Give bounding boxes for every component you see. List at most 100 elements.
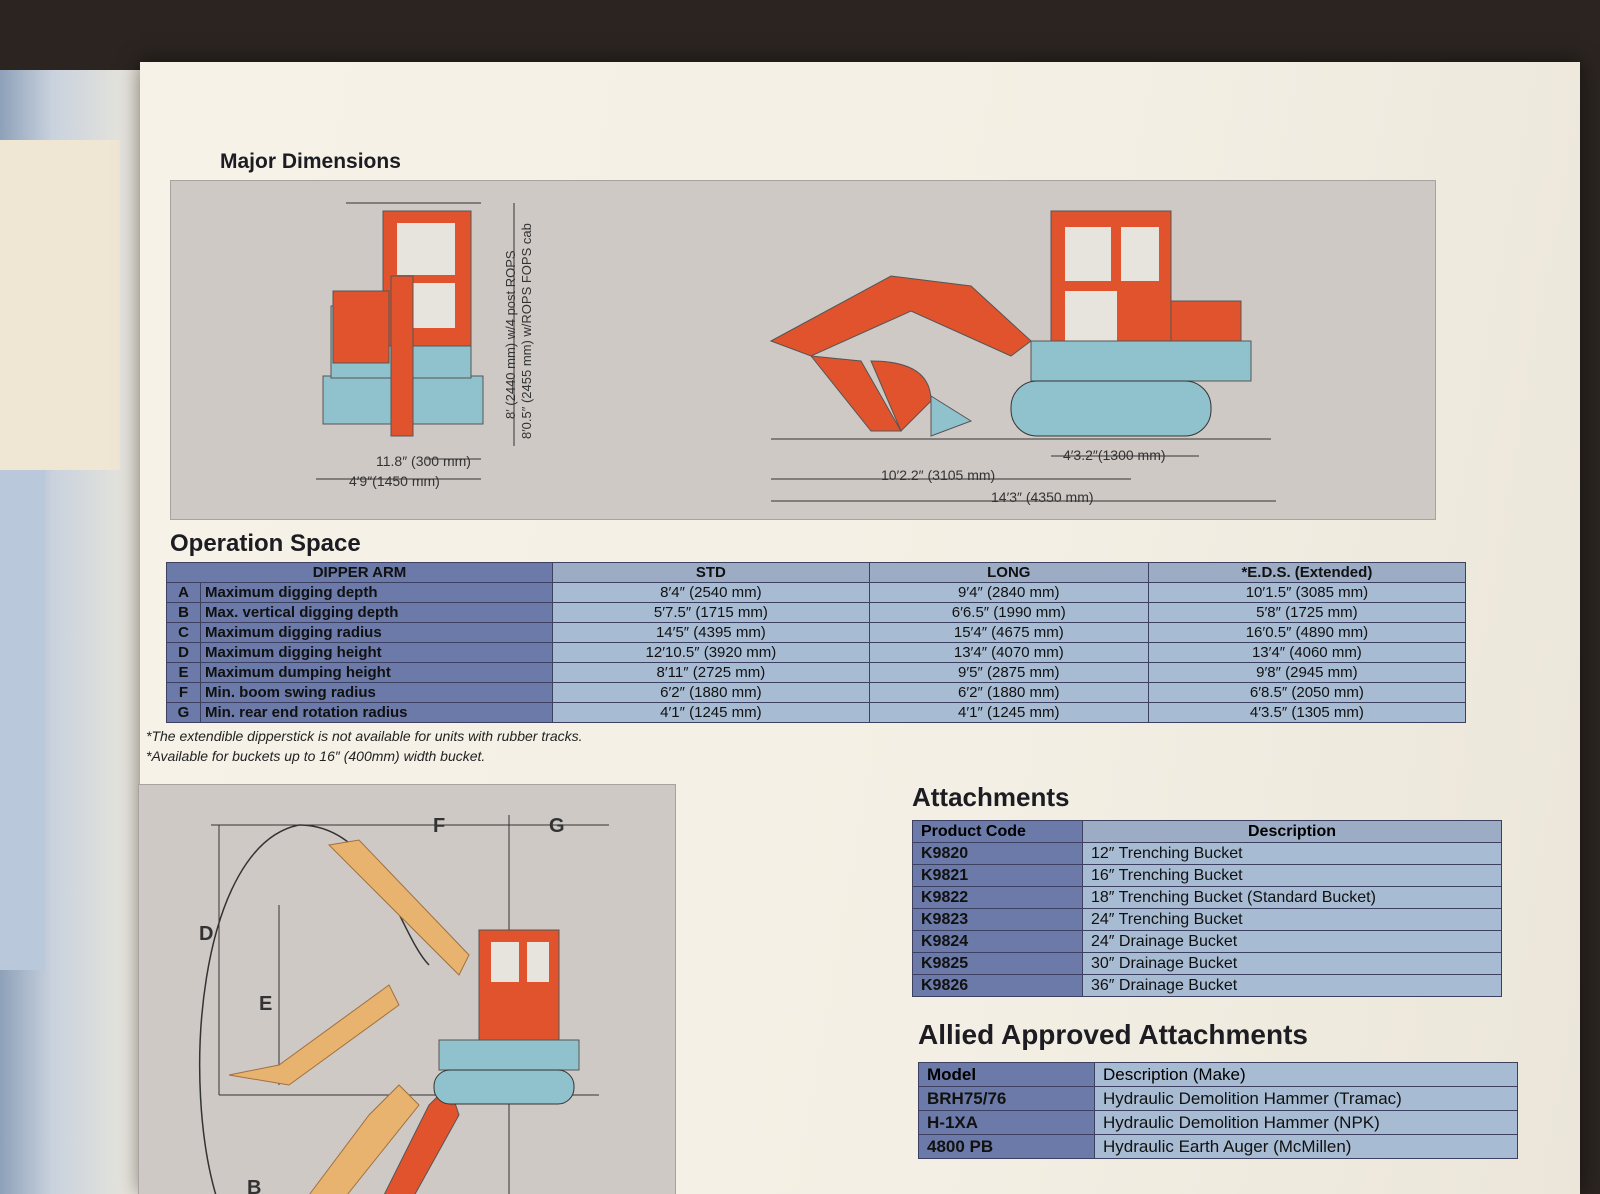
left-page-blue-strip (0, 470, 45, 970)
table-header-row: DIPPER ARM STD LONG *E.D.S. (Extended) (166, 562, 1467, 583)
std-value: 14′5″ (4395 mm) (552, 622, 870, 643)
diagram-letter-b: B (247, 1177, 262, 1194)
long-value: 4′1″ (1245 mm) (868, 702, 1149, 723)
diagram-letter-g: G (549, 815, 565, 837)
description: 24″ Trenching Bucket (1082, 908, 1502, 931)
description: Hydraulic Demolition Hammer (NPK) (1094, 1110, 1518, 1135)
long-value: 6′6.5″ (1990 mm) (868, 602, 1149, 623)
row-letter: A (166, 582, 201, 603)
table-row: F Min. boom swing radius 6′2″ (1880 mm) … (166, 682, 1467, 703)
row-letter: F (166, 682, 201, 703)
brochure-page: Major Dimensions (138, 62, 1580, 1194)
table-row: D Maximum digging height 12′10.5″ (3920 … (166, 642, 1467, 663)
footnotes: *The extendible dipperstick is not avail… (146, 726, 583, 766)
description: 18″ Trenching Bucket (Standard Bucket) (1082, 886, 1502, 909)
description: Hydraulic Earth Auger (McMillen) (1094, 1134, 1518, 1159)
model: BRH75/76 (918, 1086, 1095, 1111)
allied-attachments-heading: Allied Approved Attachments (918, 1019, 1308, 1050)
major-dimensions-heading: Major Dimensions (220, 150, 401, 173)
table-header-row: Model Description (Make) (918, 1062, 1518, 1087)
std-header: STD (552, 562, 870, 583)
eds-value: 6′8.5″ (2050 mm) (1147, 682, 1467, 703)
front-height-rops-label: 8′ (2440 mm) w/4 post ROPS (503, 250, 518, 419)
row-letter: E (166, 662, 201, 683)
table-row: E Maximum dumping height 8′11″ (2725 mm)… (166, 662, 1467, 683)
eds-header: *E.D.S. (Extended) (1147, 562, 1467, 583)
long-value: 9′5″ (2875 mm) (868, 662, 1149, 683)
row-item: Max. vertical digging depth (200, 602, 553, 623)
table-row: B Max. vertical digging depth 5′7.5″ (17… (166, 602, 1467, 623)
long-value: 6′2″ (1880 mm) (868, 682, 1149, 703)
operation-space-diagram: D E F G B (138, 784, 676, 1194)
row-item: Min. rear end rotation radius (200, 702, 553, 723)
overall-length-label: 14′3″ (4350 mm) (991, 489, 1094, 505)
diagram-letter-d: D (199, 923, 214, 945)
description: 36″ Drainage Bucket (1082, 974, 1502, 997)
description: 30″ Drainage Bucket (1082, 952, 1502, 975)
std-value: 4′1″ (1245 mm) (552, 702, 870, 723)
product-code-header: Product Code (912, 820, 1083, 843)
eds-value: 4′3.5″ (1305 mm) (1147, 702, 1467, 723)
front-view-excavator (316, 202, 515, 480)
description: 24″ Drainage Bucket (1082, 930, 1502, 953)
std-value: 8′11″ (2725 mm) (552, 662, 870, 683)
operation-space-drawing (198, 815, 609, 1194)
description: 12″ Trenching Bucket (1082, 842, 1502, 865)
track-length-label: 4′3.2″(1300 mm) (1063, 447, 1166, 463)
diagram-letter-f: F (433, 815, 446, 837)
dipper-arm-header: DIPPER ARM (166, 562, 553, 583)
std-value: 5′7.5″ (1715 mm) (552, 602, 870, 623)
table-header-row: Product Code Description (912, 820, 1502, 843)
track-shoe-width-label: 11.8″ (300 mm) (376, 453, 471, 469)
table-row: A Maximum digging depth 8′4″ (2540 mm) 9… (166, 582, 1467, 603)
row-item: Min. boom swing radius (200, 682, 553, 703)
long-value: 13′4″ (4070 mm) (868, 642, 1149, 663)
long-header: LONG (868, 562, 1149, 583)
footnote-eds: *The extendible dipperstick is not avail… (146, 728, 583, 744)
excavator-dimension-drawings (316, 202, 1276, 502)
diagram-letter-e: E (259, 993, 273, 1015)
row-letter: C (166, 622, 201, 643)
front-height-cab-label: 8′0.5″ (2455 mm) w/ROPS FOPS cab (519, 223, 534, 439)
long-value: 9′4″ (2840 mm) (868, 582, 1149, 603)
row-item: Maximum digging radius (200, 622, 553, 643)
row-letter: D (166, 642, 201, 663)
overall-width-label: 4′9″(1450 mm) (349, 473, 440, 489)
description-make-header: Description (Make) (1094, 1062, 1518, 1087)
footnote-bucket: *Available for buckets up to 16″ (400mm)… (146, 748, 486, 764)
operation-space-table: DIPPER ARM STD LONG *E.D.S. (Extended) A… (166, 562, 1467, 723)
product-code: K9824 (912, 930, 1083, 953)
eds-value: 16′0.5″ (4890 mm) (1147, 622, 1467, 643)
major-dimensions-panel: 8′ (2440 mm) w/4 post ROPS 8′0.5″ (2455 … (170, 180, 1436, 520)
std-value: 12′10.5″ (3920 mm) (552, 642, 870, 663)
attachments-heading: Attachments (912, 782, 1070, 812)
row-item: Maximum digging height (200, 642, 553, 663)
long-value: 15′4″ (4675 mm) (868, 622, 1149, 643)
product-code: K9821 (912, 864, 1083, 887)
operation-space-heading: Operation Space (170, 530, 361, 557)
table-row: G Min. rear end rotation radius 4′1″ (12… (166, 702, 1467, 723)
table-row: C Maximum digging radius 14′5″ (4395 mm)… (166, 622, 1467, 643)
row-letter: G (166, 702, 201, 723)
row-letter: B (166, 602, 201, 623)
std-value: 6′2″ (1880 mm) (552, 682, 870, 703)
product-code: K9822 (912, 886, 1083, 909)
model-header: Model (918, 1062, 1095, 1087)
side-view-excavator (769, 210, 1276, 502)
product-code: K9825 (912, 952, 1083, 975)
row-item: Maximum dumping height (200, 662, 553, 683)
description-header: Description (1082, 820, 1502, 843)
eds-value: 10′1.5″ (3085 mm) (1147, 582, 1467, 603)
product-code: K9820 (912, 842, 1083, 865)
eds-value: 5′8″ (1725 mm) (1147, 602, 1467, 623)
